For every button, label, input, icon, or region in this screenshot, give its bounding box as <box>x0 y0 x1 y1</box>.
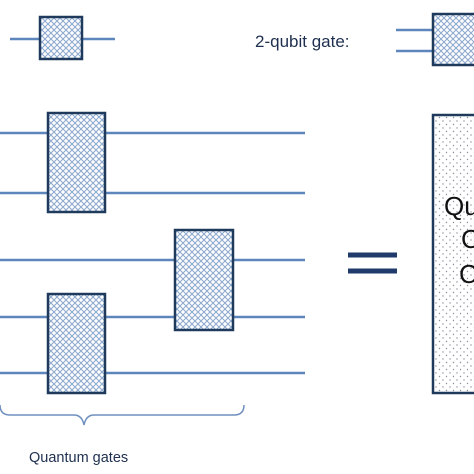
brace-icon <box>0 404 245 426</box>
output-box-line-3: C <box>459 259 474 289</box>
gate-qubits-4-5 <box>46 292 107 395</box>
legend-two-qubit-gate <box>396 12 474 67</box>
gate-qubits-1-2 <box>46 111 107 214</box>
circuit-wires <box>0 131 305 375</box>
legend-single-qubit-gate <box>10 15 115 61</box>
circuit-gates <box>46 111 235 395</box>
quantum-gates-label: Quantum gates <box>29 450 128 466</box>
output-box <box>431 113 474 395</box>
equals-icon <box>348 252 397 274</box>
gate-qubits-3-4 <box>173 228 235 332</box>
output-box-line-2: C <box>461 224 474 254</box>
legend-single-gate-box <box>38 15 84 61</box>
legend-two-gate-box <box>431 12 474 67</box>
two-qubit-gate-label: 2-qubit gate: <box>255 32 350 51</box>
output-box-line-1: Qu <box>444 191 474 221</box>
